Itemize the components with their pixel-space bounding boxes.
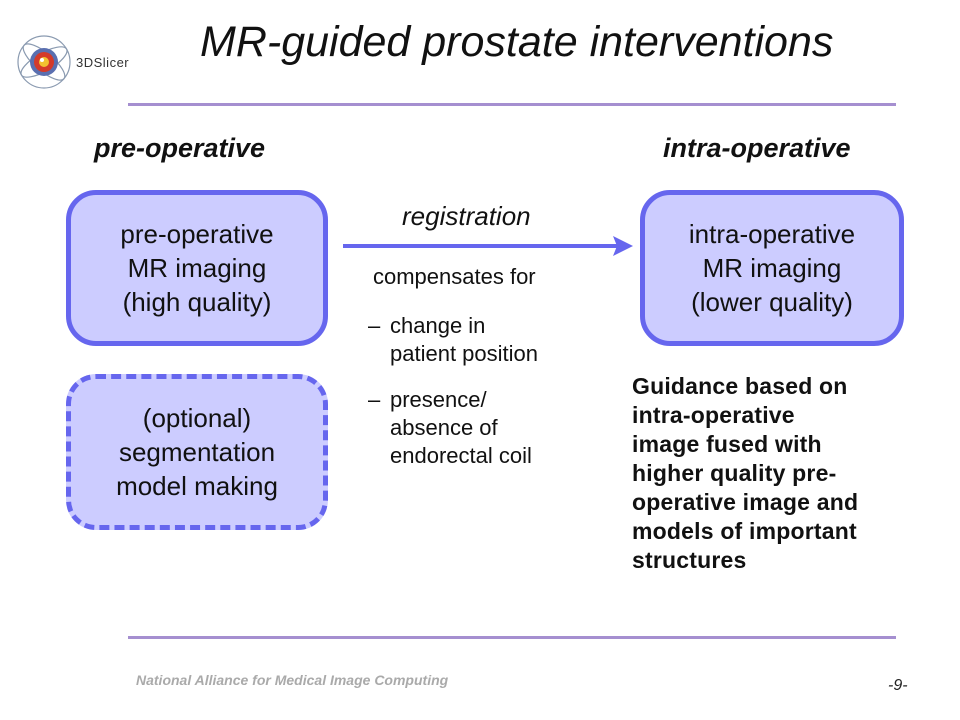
compensates-label: compensates for bbox=[373, 264, 536, 289]
list-dash: – bbox=[368, 313, 381, 338]
guidance-line: higher quality pre- bbox=[632, 460, 837, 486]
list-item-line: change in bbox=[390, 313, 486, 338]
guidance-line: structures bbox=[632, 547, 747, 573]
slicer-logo bbox=[14, 28, 144, 92]
guidance-line: image fused with bbox=[632, 431, 822, 457]
list-dash: – bbox=[368, 387, 381, 412]
list-item-line: endorectal coil bbox=[390, 443, 532, 468]
page-number: -9- bbox=[888, 677, 908, 694]
footer-org: National Alliance for Medical Image Comp… bbox=[136, 672, 449, 688]
logo-text: 3DSlicer bbox=[76, 55, 130, 70]
preop-imaging-box: pre-operative MR imaging (high quality) bbox=[66, 190, 328, 346]
top-divider bbox=[128, 103, 896, 106]
box-line: MR imaging bbox=[127, 253, 267, 283]
preop-heading: pre-operative bbox=[94, 133, 266, 163]
list-item: – change in patient position bbox=[368, 312, 538, 368]
box-line: (high quality) bbox=[122, 287, 272, 317]
box-line: (lower quality) bbox=[691, 287, 853, 317]
segmentation-box: (optional) segmentation model making bbox=[66, 374, 328, 530]
box-line: MR imaging bbox=[702, 253, 842, 283]
guidance-line: operative image and bbox=[632, 489, 859, 515]
list-item-line: absence of bbox=[390, 415, 498, 440]
list-item: – presence/ absence of endorectal coil bbox=[368, 386, 538, 470]
guidance-line: intra-operative bbox=[632, 402, 795, 428]
box-line: model making bbox=[116, 471, 278, 501]
page-title: MR-guided prostate interventions bbox=[200, 18, 834, 66]
box-line: pre-operative bbox=[120, 219, 274, 249]
registration-label: registration bbox=[402, 201, 531, 231]
box-line: segmentation bbox=[118, 437, 276, 467]
slicer-logo-icon bbox=[17, 35, 71, 89]
registration-arrow-icon bbox=[343, 236, 633, 256]
guidance-line: models of important bbox=[632, 518, 857, 544]
list-item-line: presence/ bbox=[390, 387, 487, 412]
compensation-list: – change in patient position – presence/… bbox=[368, 312, 538, 488]
intraop-heading: intra-operative bbox=[663, 133, 851, 163]
guidance-line: Guidance based on bbox=[632, 373, 848, 399]
list-item-line: patient position bbox=[390, 341, 538, 366]
box-line: intra-operative bbox=[688, 219, 856, 249]
bottom-divider bbox=[128, 636, 896, 639]
intraop-imaging-box: intra-operative MR imaging (lower qualit… bbox=[640, 190, 904, 346]
box-line: (optional) bbox=[142, 403, 252, 433]
guidance-text: Guidance based on intra-operative image … bbox=[632, 372, 932, 575]
